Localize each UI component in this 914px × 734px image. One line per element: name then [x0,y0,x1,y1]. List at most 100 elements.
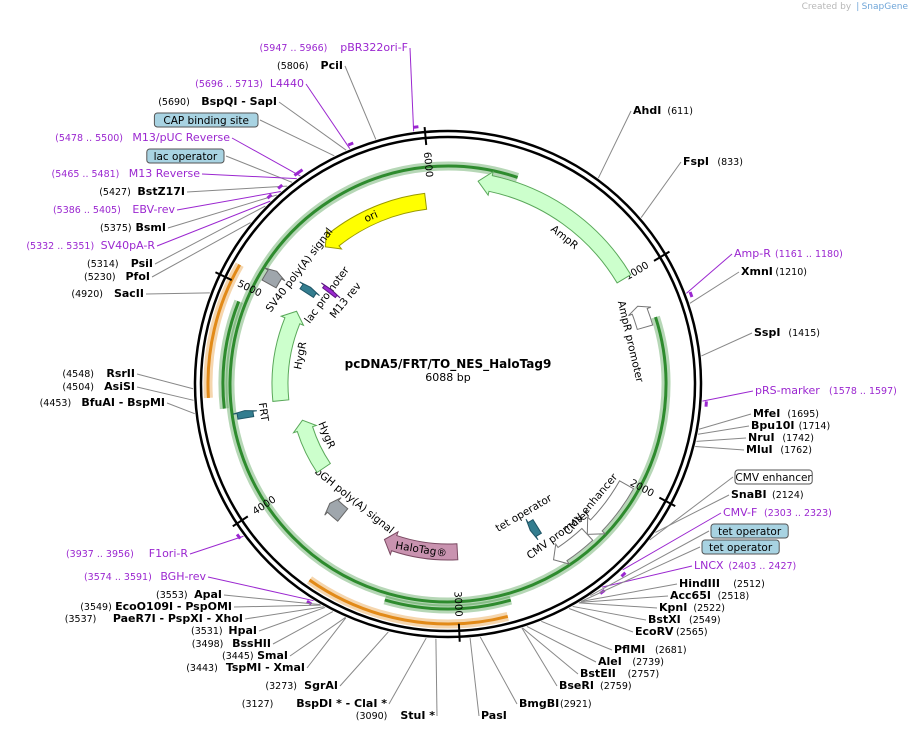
leader-line [151,222,251,278]
tick-mark [232,515,249,528]
annotation-sacii[interactable]: SacII(4920) [71,287,144,300]
annotation-m13-puc-reverse[interactable]: M13/pUC Reverse(5478 .. 5500) [55,131,230,144]
feature-hygr[interactable] [292,419,332,474]
annotation-label: BspQI - SapI [201,95,277,108]
annotation-bgh-rev[interactable]: BGH-rev(3574 .. 3591) [84,570,207,583]
feature-ori[interactable] [324,192,428,250]
annotation-position: (5230) [84,272,116,283]
annotation-bspdi-clai[interactable]: BspDI * - ClaI *(3127) [242,697,387,710]
feature-ampr-promoter[interactable] [628,305,654,331]
annotation-bsteii[interactable]: BstEII(2757) [580,667,659,680]
annotation-nrui[interactable]: NruI(1742) [748,431,814,444]
annotation-position: (4548) [62,369,94,380]
annotation-pbr322ori-f[interactable]: pBR322ori-F(5947 .. 5966) [260,41,408,54]
annotation-acc65i[interactable]: Acc65I(2518) [670,589,749,602]
annotation-hindiii[interactable]: HindIII(2512) [679,577,765,590]
annotation-tet-operator[interactable]: tet operator [710,523,789,539]
annotation-ecorv[interactable]: EcoRV(2565) [635,625,708,638]
annotation-xmni[interactable]: XmnI(1210) [741,265,807,278]
annotation-label: BspDI * - ClaI * [296,697,387,710]
annotation-smai[interactable]: SmaI(3445) [222,649,288,662]
annotation-position: (3553) [156,590,188,601]
annotation-tet-operator[interactable]: tet operator [701,539,780,555]
feature-cmv-enhancer[interactable] [586,480,635,535]
annotation-bsshii[interactable]: BssHII(3498) [192,637,271,650]
annotation-pcii[interactable]: PciI(5806) [277,59,343,72]
annotation-position: (5806) [277,61,309,72]
annotation-mfei[interactable]: MfeI(1695) [753,407,819,420]
feature-halotag[interactable] [383,530,459,561]
leader-line [541,620,613,651]
feature-tet-operator[interactable] [525,518,543,541]
annotation-position: (5696 .. 5713) [195,79,263,90]
feature-sv40-poly-a-signal[interactable] [261,267,286,289]
annotation-pasi[interactable]: PasI [481,709,507,722]
annotation-bmgbi[interactable]: BmgBI(2921) [519,697,592,710]
annotation-ecoo109i-pspomi[interactable]: EcoO109I - PspOMI(3549) [80,600,232,613]
annotation-position: (2739) [632,657,664,668]
annotation-sgrai[interactable]: SgrAI(3273) [265,679,338,692]
leader-line [702,390,754,402]
annotation-m13-reverse[interactable]: M13 Reverse(5465 .. 5481) [52,167,201,180]
annotation-rsrii[interactable]: RsrII(4548) [62,367,135,380]
annotation-kpni[interactable]: KpnI(2522) [659,601,725,614]
annotation-position: (1762) [780,445,812,456]
label-box [701,539,780,555]
annotation-pfoi[interactable]: PfoI(5230) [84,270,150,283]
annotation-bfuai-bspmi[interactable]: BfuAI - BspMI(4453) [40,396,165,409]
annotation-sspi[interactable]: SspI(1415) [754,326,820,339]
annotation-bspqi-sapi[interactable]: BspQI - SapI(5690) [158,95,277,108]
annotation-label: SnaBI [731,488,767,501]
annotation-ebv-rev[interactable]: EBV-rev(5386 .. 5405) [53,203,176,216]
annotation-label: SspI [754,326,780,339]
annotation-bstz17i[interactable]: BstZ17I(5427) [99,185,185,198]
annotation-l4440[interactable]: L4440(5696 .. 5713) [195,77,304,90]
annotation-hpai[interactable]: HpaI(3531) [191,624,257,637]
leader-line [649,476,734,541]
annotation-apai[interactable]: ApaI(3553) [156,588,222,601]
annotation-f1ori-r[interactable]: F1ori-R(3937 .. 3956) [66,547,188,560]
annotation-lac-operator[interactable]: lac operator [146,148,225,164]
annotation-asisi[interactable]: AsiSI(4504) [62,380,135,393]
annotation-bseri[interactable]: BseRI(2759) [559,679,632,692]
annotation-label: PaeR7I - PspXI - XhoI [113,612,243,625]
feature-frt[interactable] [232,410,257,420]
feature-cmv-promoter[interactable] [552,527,594,565]
annotation-snabi[interactable]: SnaBI(2124) [731,488,804,501]
feature-m13-rev[interactable] [321,282,341,299]
annotation-mlui[interactable]: MluI(1762) [746,443,812,456]
annotation-sv40pa-r[interactable]: SV40pA-R(5332 .. 5351) [26,239,155,252]
leader-layer [136,47,754,717]
primer-site-mark [347,141,354,147]
feature-bgh-poly-a-signal[interactable] [324,497,349,522]
feature-hygr[interactable] [271,310,305,402]
annotation-position: (3531) [191,626,223,637]
annotation-bstxi[interactable]: BstXI(2549) [648,613,721,626]
annotation-position: (3574 .. 3591) [84,572,152,583]
annotation-alei[interactable]: AleI(2739) [598,655,664,668]
annotation-amp-r[interactable]: Amp-R(1161 .. 1180) [734,247,843,260]
annotation-position: (3537) [65,614,97,625]
annotation-stui[interactable]: StuI *(3090) [356,709,435,722]
annotation-cmv-enhancer[interactable]: CMV enhancer [734,469,813,485]
annotation-prs-marker[interactable]: pRS-marker(1578 .. 1597) [755,384,897,397]
feature-ampr[interactable] [477,170,632,284]
annotation-tspmi-xmai[interactable]: TspMI - XmaI(3443) [186,661,305,674]
annotation-cmv-f[interactable]: CMV-F(2303 .. 2323) [723,506,832,519]
annotation-position: (3498) [192,639,224,650]
feature-lac-promoter[interactable] [299,281,320,299]
annotation-paer7i-pspxi-xhoi[interactable]: PaeR7I - PspXI - XhoI (3537) [65,612,243,625]
annotation-ahdi[interactable]: AhdI(611) [633,104,693,117]
annotation-cap-binding-site[interactable]: CAP binding site [153,112,259,128]
annotation-bsmi[interactable]: BsmI(5375) [100,221,166,234]
annotation-pflmi[interactable]: PflMI(2681) [614,643,687,656]
primer-site-mark [620,571,627,578]
annotation-lncx[interactable]: LNCX(2403 .. 2427) [694,559,796,572]
annotation-fspi[interactable]: FspI(833) [683,155,743,168]
annotation-psii[interactable]: PsiI(5314) [87,257,153,270]
annotation-label: BstEII [580,667,616,680]
annotation-bpu10i[interactable]: Bpu10I(1714) [751,419,830,432]
annotation-label: M13/pUC Reverse [132,131,230,144]
annotation-position: (3937 .. 3956) [66,549,134,560]
feature-label: bGH poly(A) signal [312,466,396,537]
